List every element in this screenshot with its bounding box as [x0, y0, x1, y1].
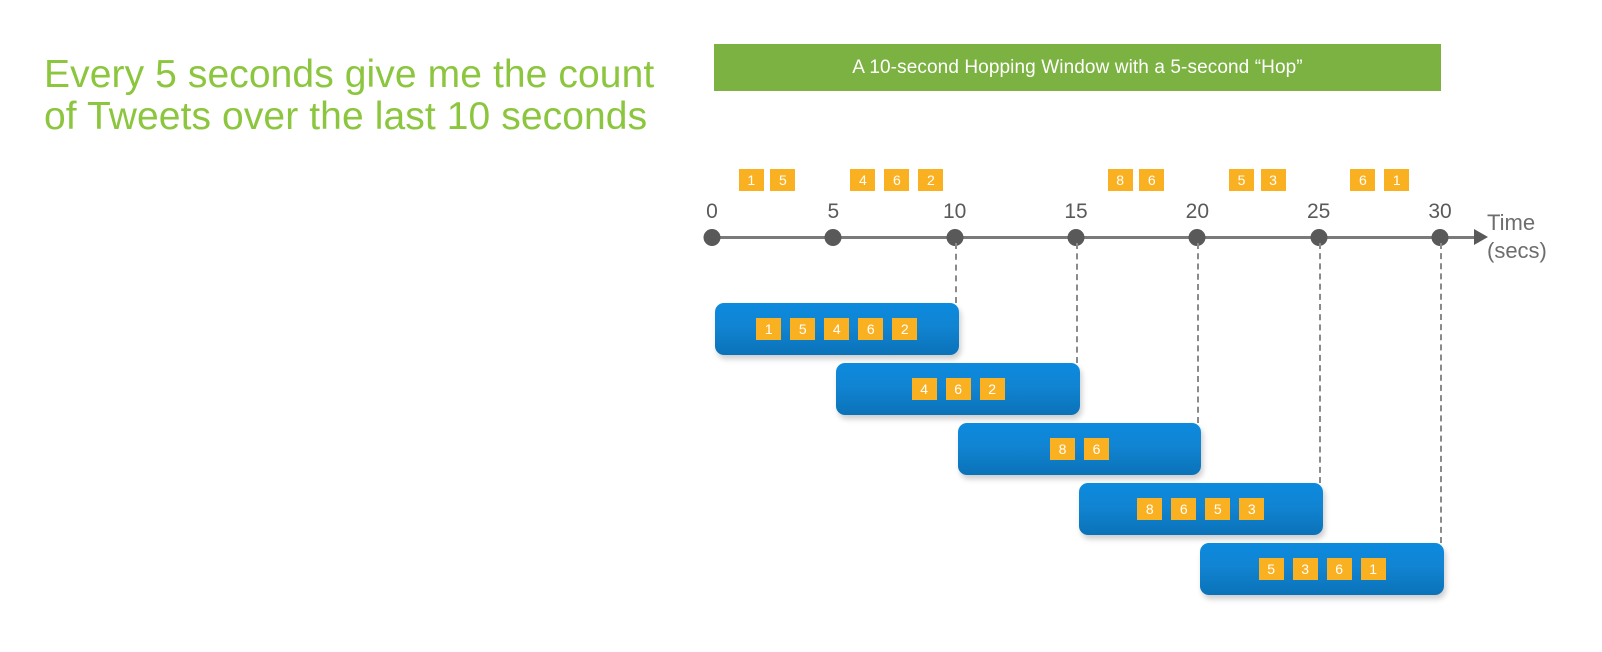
axis-tick-dot-30 — [1431, 229, 1449, 246]
window-tweet-tag: 1 — [756, 318, 782, 340]
axis-tick-label-10: 10 — [942, 200, 967, 223]
window-tweet-tag: 4 — [824, 318, 850, 340]
window-tweet-tag: 1 — [1360, 558, 1386, 580]
time-axis-label-line2: (secs) — [1487, 237, 1547, 263]
window-tweet-tag: 6 — [945, 378, 971, 400]
window-end-drop-line — [1440, 243, 1442, 543]
window-tweet-tag: 8 — [1049, 438, 1075, 460]
window-tweet-tag: 6 — [1083, 438, 1109, 460]
window-tweet-tag: 5 — [790, 318, 816, 340]
window-tweet-tag: 6 — [1171, 498, 1197, 520]
axis-tick-dot-0 — [703, 229, 721, 246]
axis-tick-label-30: 30 — [1428, 200, 1452, 223]
time-axis-arrow-icon — [1474, 229, 1488, 245]
axis-tweet-tag: 4 — [850, 169, 876, 191]
time-axis-line — [712, 236, 1480, 239]
window-end-drop-line — [1197, 243, 1200, 423]
axis-tick-dot-25 — [1310, 229, 1328, 246]
window-end-drop-line — [1318, 243, 1321, 483]
time-axis-label-line1: Time — [1487, 210, 1536, 235]
window-tweet-tag: 2 — [979, 378, 1005, 400]
window-tweet-tag: 8 — [1137, 498, 1163, 520]
axis-tweet-tag: 5 — [1229, 169, 1254, 191]
window-tweet-tag: 2 — [892, 318, 918, 340]
axis-tick-label-15: 15 — [1064, 200, 1088, 223]
axis-tweet-tag: 6 — [884, 169, 910, 191]
axis-tick-label-20: 20 — [1185, 200, 1210, 223]
window-tweet-tag: 4 — [911, 378, 937, 400]
axis-tweet-tag: 6 — [1350, 169, 1376, 191]
axis-tweet-tag: 1 — [1384, 169, 1410, 191]
axis-tweet-tag: 1 — [738, 169, 764, 191]
window-tweet-tag: 6 — [858, 318, 884, 340]
window-tweet-tag: 5 — [1205, 498, 1231, 520]
axis-tweet-tag: 3 — [1260, 169, 1286, 191]
page-title: Every 5 seconds give me the count of Twe… — [44, 53, 655, 139]
axis-tick-label-5: 5 — [827, 200, 840, 223]
time-axis-label: Time (secs) — [1487, 209, 1547, 264]
axis-tick-label-25: 25 — [1306, 200, 1331, 223]
axis-tick-dot-15 — [1067, 229, 1085, 246]
axis-tick-label-0: 0 — [706, 200, 718, 223]
axis-tweet-tag: 6 — [1139, 169, 1165, 191]
axis-tweet-tag: 8 — [1107, 169, 1133, 191]
axis-tick-dot-5 — [824, 229, 842, 246]
axis-tweet-tag: 5 — [770, 169, 796, 191]
banner-title-bar: A 10-second Hopping Window with a 5-seco… — [714, 44, 1441, 91]
window-tweet-tag: 6 — [1326, 558, 1352, 580]
window-tweet-tag: 5 — [1258, 558, 1284, 580]
window-tweet-tag: 3 — [1292, 558, 1318, 580]
window-end-drop-line — [1076, 243, 1078, 363]
axis-tick-dot-10 — [946, 229, 964, 246]
banner-title-text: A 10-second Hopping Window with a 5-seco… — [852, 56, 1303, 78]
axis-tick-dot-20 — [1188, 229, 1206, 246]
axis-tweet-tag: 2 — [918, 169, 944, 191]
window-end-drop-line — [954, 243, 957, 303]
window-tweet-tag: 3 — [1239, 498, 1265, 520]
